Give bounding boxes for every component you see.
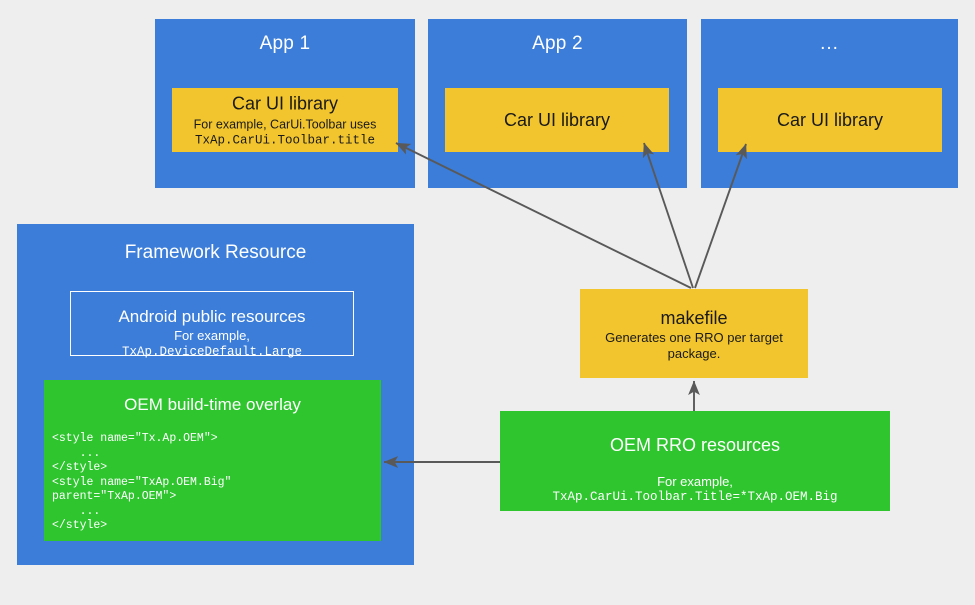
- makefile-subtitle: Generates one RRO per target package.: [605, 329, 783, 361]
- app-1-library-title: Car UI library: [231, 93, 338, 114]
- app-1-library-content: Car UI library For example, CarUi.Toolba…: [172, 92, 398, 149]
- oem-rro-resources-subtitle: For example,: [657, 474, 733, 489]
- android-public-resources-code: TxAp.DeviceDefault.Large: [121, 345, 303, 359]
- makefile-title: makefile: [660, 307, 728, 328]
- app-2-library-content: Car UI library: [445, 108, 669, 132]
- android-public-resources-subtitle: For example,: [174, 328, 250, 343]
- oem-rro-resources-code: TxAp.CarUi.Toolbar.Title=*TxAp.OEM.Big: [552, 490, 838, 504]
- app-3-container[interactable]: ... Car UI library: [701, 19, 958, 188]
- android-public-resources-box[interactable]: Android public resources For example, Tx…: [70, 291, 354, 359]
- framework-resource-title: Framework Resource: [124, 242, 307, 263]
- app-1-container[interactable]: App 1 Car UI library For example, CarUi.…: [155, 19, 415, 188]
- oem-rro-resources-title: OEM RRO resources: [609, 435, 781, 455]
- app-1-car-ui-library[interactable]: Car UI library For example, CarUi.Toolba…: [172, 88, 398, 152]
- oem-rro-resources-box[interactable]: OEM RRO resources For example, TxAp.CarU…: [500, 411, 890, 511]
- app-3-library-content: Car UI library: [718, 108, 942, 132]
- app-2-title: App 2: [532, 33, 583, 54]
- app-2-library-title: Car UI library: [503, 110, 610, 130]
- oem-build-time-overlay-title: OEM build-time overlay: [124, 395, 301, 414]
- app-1-library-subtitle: For example, CarUi.Toolbar uses: [193, 117, 377, 132]
- app-1-library-code: TxAp.CarUi.Toolbar.title: [194, 133, 376, 148]
- framework-resource-container[interactable]: Framework Resource Android public resour…: [17, 224, 414, 565]
- app-3-title: ...: [820, 33, 839, 54]
- app-2-container[interactable]: App 2 Car UI library: [428, 19, 687, 188]
- android-public-resources-title: Android public resources: [118, 307, 306, 326]
- makefile-box[interactable]: makefile Generates one RRO per target pa…: [580, 289, 808, 378]
- app-3-library-title: Car UI library: [776, 110, 883, 130]
- oem-build-time-overlay-box[interactable]: OEM build-time overlay <style name="Tx.A…: [44, 380, 381, 541]
- makefile-content: makefile Generates one RRO per target pa…: [580, 306, 808, 362]
- app-1-title: App 1: [259, 33, 311, 54]
- oem-build-time-overlay-code: <style name="Tx.Ap.OEM"> ... </style> <s…: [52, 432, 232, 532]
- app-3-car-ui-library[interactable]: Car UI library: [718, 88, 942, 152]
- app-2-car-ui-library[interactable]: Car UI library: [445, 88, 669, 152]
